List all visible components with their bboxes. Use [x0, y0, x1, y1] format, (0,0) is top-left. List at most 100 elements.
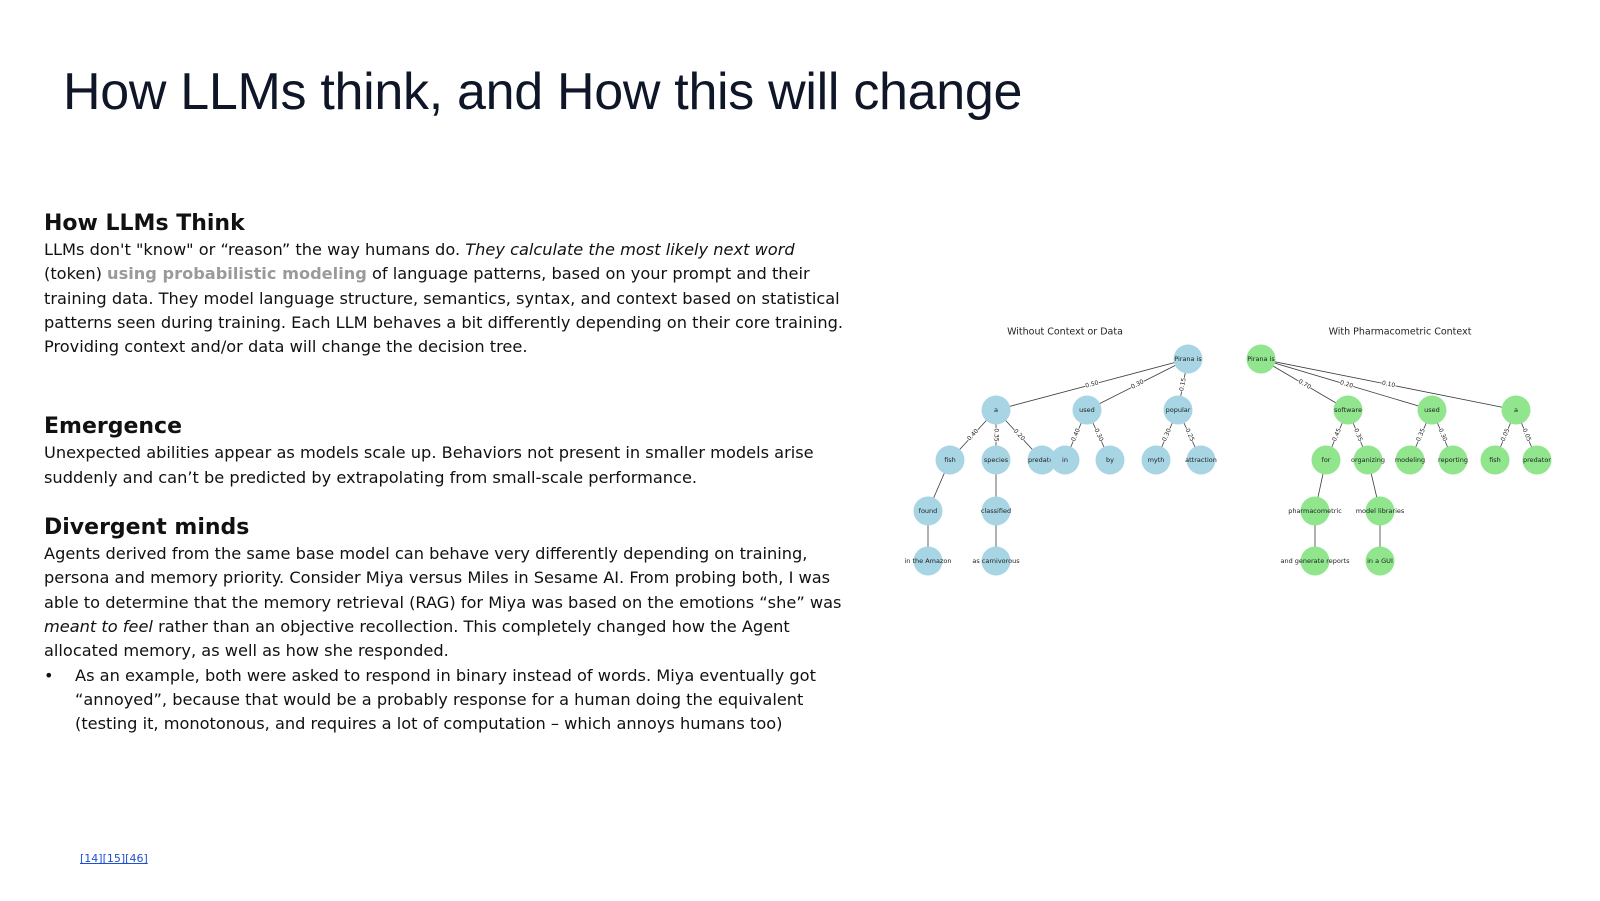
- tree-node: [1050, 445, 1080, 475]
- edge-label-bg: [1338, 378, 1355, 391]
- tree-node-label: predator: [1523, 456, 1551, 464]
- highlight-text: using probabilistic modeling: [107, 264, 367, 284]
- body-text: LLMs don't "know" or “reason” the way hu…: [44, 240, 466, 259]
- edge-label-bg: [1520, 426, 1533, 444]
- tree-node: [1501, 395, 1531, 425]
- edge-probability-label: 0.20: [1339, 379, 1354, 390]
- body-text: rather than an objective recollection. T…: [44, 616, 790, 661]
- edge-probability-label: 0.30: [1161, 427, 1173, 442]
- tree-node: [1480, 445, 1510, 475]
- edge-label-bg: [1296, 377, 1313, 392]
- edge-label-bg: [992, 428, 1000, 442]
- tree-node-label: modeling: [1395, 456, 1425, 464]
- tree-node-label: Pirana is: [1174, 355, 1202, 363]
- body-text: Agents derived from the same base model …: [44, 544, 842, 612]
- tree-node: [913, 546, 943, 576]
- tree-node-label: attraction: [1185, 456, 1217, 464]
- edge-probability-label: 0.15: [1178, 377, 1187, 392]
- edge-probability-label: 0.05: [1521, 427, 1533, 442]
- edge-probability-label: 0.40: [1070, 427, 1082, 442]
- edge-label-bg: [1414, 426, 1428, 444]
- edge-label-bg: [965, 427, 981, 443]
- tree-node-label: model libraries: [1356, 507, 1405, 515]
- edge-probability-label: 0.35: [1415, 427, 1427, 442]
- edge-label-bg: [1084, 378, 1100, 391]
- panel-title: Without Context or Data: [1007, 327, 1123, 338]
- section-how-llms-think: How LLMs Think LLMs don't "know" or “rea…: [44, 210, 854, 359]
- tree-node: [981, 546, 1011, 576]
- edge-probability-label: 0.50: [1085, 379, 1100, 389]
- tree-node-label: for: [1322, 456, 1331, 464]
- tree-node: [1300, 496, 1330, 526]
- edge-label-bg: [1091, 426, 1106, 444]
- section-emergence: Emergence Unexpected abilities appear as…: [44, 413, 854, 490]
- tree-node: [1163, 395, 1193, 425]
- emphasis-text: They calculate the most likely next word: [465, 240, 795, 259]
- tree-node-label: pharmacometric: [1288, 507, 1342, 515]
- tree-node: [1365, 496, 1395, 526]
- tree-node-label: software: [1334, 406, 1362, 414]
- tree-node: [1333, 395, 1363, 425]
- section-body: LLMs don't "know" or “reason” the way hu…: [44, 238, 854, 359]
- bullet-symbol: •: [44, 665, 54, 685]
- tree-node-label: Pirana is: [1247, 355, 1275, 363]
- tree-node-label: in a GUI: [1367, 557, 1393, 565]
- tree-node: [981, 445, 1011, 475]
- edge-probability-label: 0.35: [1352, 427, 1364, 442]
- edge-label-bg: [1160, 426, 1174, 444]
- body-text: of language patterns, based on your prom…: [44, 264, 844, 357]
- tree-node-label: by: [1106, 456, 1114, 464]
- bullet-item: • As an example, both were asked to resp…: [44, 664, 854, 737]
- references-link[interactable]: [14][15][46]: [80, 852, 148, 865]
- panel-title: With Pharmacometric Context: [1329, 327, 1472, 338]
- section-body: Unexpected abilities appear as models sc…: [44, 443, 814, 487]
- emphasis-text: meant to feel: [44, 616, 153, 636]
- tree-node-label: in the Amazon: [905, 557, 952, 565]
- edge-label-bg: [1177, 376, 1189, 393]
- tree-node: [1438, 445, 1468, 475]
- tree-node-label: predator: [1028, 456, 1056, 464]
- tree-node: [1027, 445, 1057, 475]
- tree-node-label: myth: [1148, 456, 1165, 464]
- edge-probability-label: 0.05: [1500, 427, 1512, 442]
- tree-node: [1173, 344, 1203, 374]
- tree-node-label: fish: [944, 456, 956, 464]
- body-text: (token): [44, 264, 108, 284]
- section-divergent-minds: Divergent minds Agents derived from the …: [44, 514, 854, 736]
- edge-label-bg: [1069, 426, 1083, 444]
- tree-node: [981, 395, 1011, 425]
- tree-node-label: organizing: [1351, 456, 1385, 464]
- section-heading: How LLMs Think: [44, 211, 245, 236]
- tree-node: [1246, 344, 1276, 374]
- tree-node-label: used: [1424, 406, 1440, 414]
- edge-label-bg: [1380, 379, 1397, 390]
- section-heading: Emergence: [44, 414, 183, 440]
- edge-probability-label: 0.30: [1437, 427, 1449, 442]
- edge-label-bg: [1436, 426, 1449, 444]
- tree-node: [1365, 546, 1395, 576]
- tree-node-label: reporting: [1438, 456, 1468, 464]
- tree-node-label: used: [1079, 406, 1095, 414]
- tree-node: [1417, 395, 1447, 425]
- slide-title: How LLMs think, and How this will change: [63, 63, 1023, 121]
- tree-node: [1072, 395, 1102, 425]
- content-column: How LLMs Think LLMs don't "know" or “rea…: [44, 210, 854, 736]
- edge-probability-label: 0.45: [1331, 427, 1343, 442]
- section-body: Agents derived from the same base model …: [44, 542, 854, 663]
- edge-probability-label: 0.35: [993, 428, 1000, 442]
- section-heading: Divergent minds: [44, 515, 250, 541]
- edge-label-bg: [1499, 426, 1512, 444]
- edge-label-bg: [1182, 426, 1197, 444]
- bullet-text: As an example, both were asked to respon…: [75, 665, 816, 734]
- tree-node: [981, 496, 1011, 526]
- edge-probability-label: 0.10: [1381, 380, 1396, 390]
- tree-node: [1141, 445, 1171, 475]
- tree-node: [1522, 445, 1552, 475]
- tree-node: [1395, 445, 1425, 475]
- tree-node-label: popular: [1166, 406, 1191, 414]
- edge-label-bg: [1011, 427, 1027, 443]
- tree-node-label: a: [994, 406, 998, 414]
- tree-node-label: found: [919, 507, 938, 515]
- edge-label-bg: [1351, 427, 1365, 443]
